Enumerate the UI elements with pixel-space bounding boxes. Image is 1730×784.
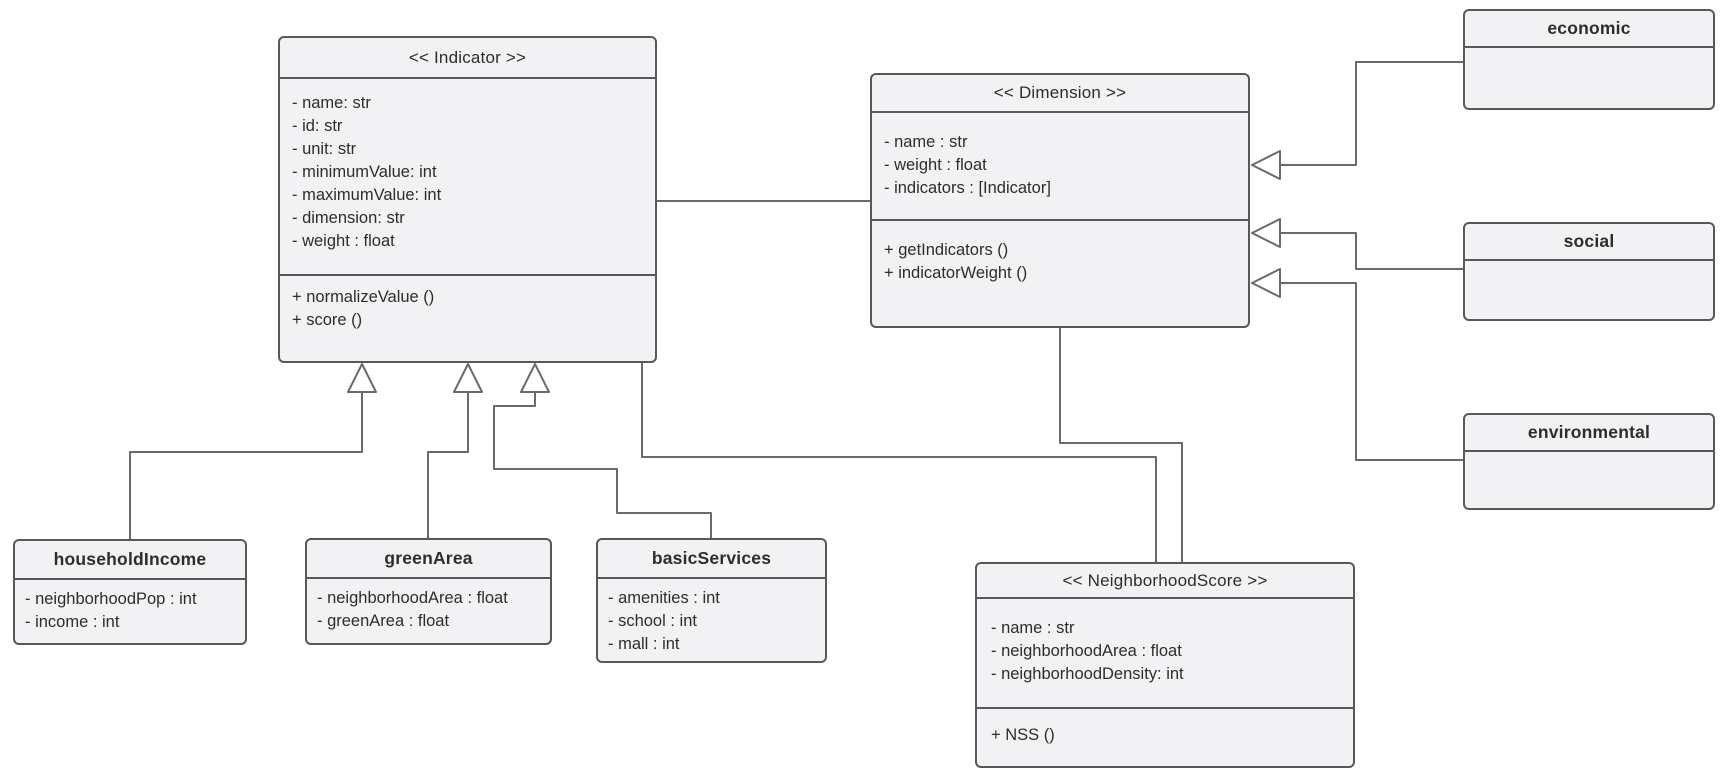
class-title: << Indicator >> [408,47,527,67]
class-title: social [1563,231,1615,251]
uml-class-householdincome[interactable]: householdIncome - neighborhoodPop : int … [13,539,247,645]
edge-environmental-dimension[interactable] [1251,268,1464,461]
hollow-triangle-marker [1251,150,1281,180]
edge-basicservices-indicator[interactable] [493,363,712,539]
uml-class-social[interactable]: social [1463,222,1715,321]
attribute-line: - name: str [292,94,371,112]
class-attributes: - name : str - weight : float - indicato… [872,111,1248,219]
method-line: + normalizeValue () [292,288,435,306]
hollow-triangle-marker [1251,218,1281,248]
uml-class-economic[interactable]: economic [1463,9,1715,110]
uml-class-greenarea[interactable]: greenArea - neighborhoodArea : float - g… [305,538,552,645]
attribute-line: - mall : int [608,635,680,653]
attribute-line: - maximumValue: int [292,186,442,204]
hollow-triangle-marker [453,363,483,393]
attribute-line: - greenArea : float [317,612,450,630]
attribute-line: - weight : float [292,232,395,250]
class-title: environmental [1527,422,1651,442]
edge-social-dimension[interactable] [1251,218,1464,270]
empty-compartment [1465,46,1713,108]
class-title: << NeighborhoodScore >> [1062,570,1268,590]
class-attributes: - name: str - id: str - unit: str - mini… [280,77,655,274]
attribute-line: - name : str [991,619,1075,637]
method-line: + indicatorWeight () [884,264,1028,282]
edge-indicator-neighborhoodscore[interactable] [641,362,1157,563]
attribute-line: - income : int [25,613,120,631]
empty-compartment [1465,259,1713,319]
class-attributes: - amenities : int - school : int - mall … [598,577,825,664]
method-line: + score () [292,311,363,329]
class-methods: + normalizeValue () + score () [280,274,655,361]
class-title: basicServices [651,548,772,568]
uml-class-basicservices[interactable]: basicServices - amenities : int - school… [596,538,827,663]
attribute-line: - amenities : int [608,589,720,607]
class-title: greenArea [384,548,473,568]
empty-compartment [1465,450,1713,508]
attribute-line: - neighborhoodDensity: int [991,665,1184,683]
edge-dimension-neighborhoodscore[interactable] [1059,327,1183,563]
class-attributes: - neighborhoodPop : int - income : int [15,578,245,643]
class-title: << Dimension >> [993,83,1127,102]
edge-greenarea-indicator[interactable] [427,363,483,539]
uml-class-environmental[interactable]: environmental [1463,413,1715,510]
attribute-line: - unit: str [292,140,357,158]
class-attributes: - neighborhoodArea : float - greenArea :… [307,577,550,643]
attribute-line: - name : str [884,133,968,151]
hollow-triangle-marker [347,363,377,393]
edge-economic-dimension[interactable] [1251,61,1464,180]
attribute-line: - neighborhoodArea : float [317,589,508,607]
attribute-line: - weight : float [884,156,987,174]
method-line: + getIndicators () [884,241,1009,259]
class-methods: + NSS () [977,707,1353,766]
hollow-triangle-marker [1251,268,1281,298]
class-title: economic [1547,18,1631,38]
attribute-line: - indicators : [Indicator] [884,179,1051,197]
hollow-triangle-marker [520,363,550,393]
uml-class-dimension[interactable]: << Dimension >> - name : str - weight : … [870,73,1250,328]
class-title: householdIncome [53,549,207,569]
attribute-line: - minimumValue: int [292,163,437,181]
uml-class-indicator[interactable]: << Indicator >> - name: str - id: str - … [278,36,657,363]
uml-class-neighborhoodscore[interactable]: << NeighborhoodScore >> - name : str - n… [975,562,1355,768]
class-attributes: - name : str - neighborhoodArea : float … [977,597,1353,707]
attribute-line: - id: str [292,117,343,135]
attribute-line: - school : int [608,612,697,630]
attribute-line: - neighborhoodArea : float [991,642,1182,660]
attribute-line: - dimension: str [292,209,405,227]
edge-householdincome-indicator[interactable] [129,363,377,540]
method-line: + NSS () [991,726,1055,744]
attribute-line: - neighborhoodPop : int [25,590,197,608]
class-methods: + getIndicators () + indicatorWeight () [872,219,1248,326]
